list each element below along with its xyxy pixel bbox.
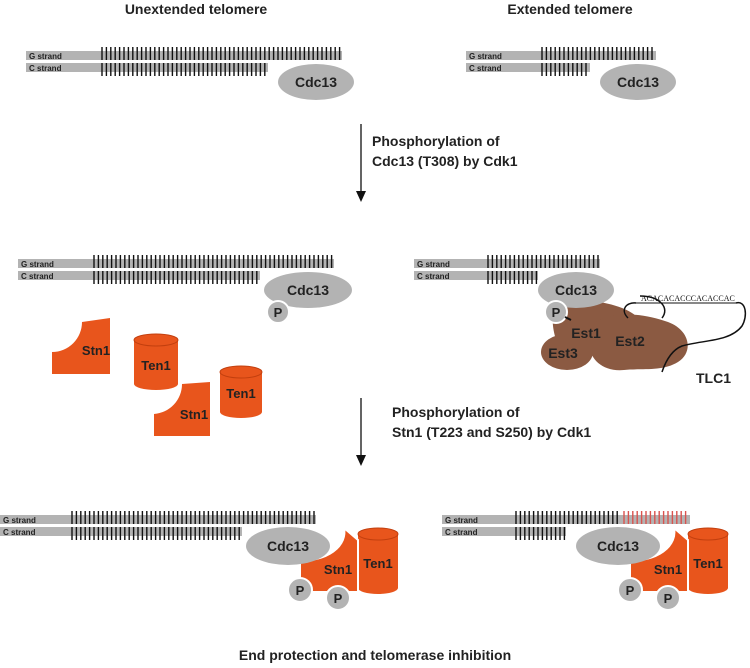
cdc13-label: Cdc13 xyxy=(295,74,337,90)
panel-unextended-initial: G strand C strand Cdc13 xyxy=(26,47,354,100)
tlc1-rna: ACACACACCCACACCAC TLC1 xyxy=(623,294,747,386)
g-strand-label: G strand xyxy=(21,260,54,269)
phosphate-label: P xyxy=(334,591,343,606)
new-g-strand-repeats xyxy=(623,511,687,524)
ten1-label: Ten1 xyxy=(363,556,392,571)
ten1-label: Ten1 xyxy=(693,556,722,571)
ten1-protein: Ten1 xyxy=(133,333,179,390)
c-strand: C strand xyxy=(26,63,268,76)
g-strand-label: G strand xyxy=(417,260,450,269)
g-strand-repeats xyxy=(101,47,341,60)
stn1-protein: Stn1 xyxy=(52,318,110,374)
g-strand: G strand xyxy=(0,511,316,525)
phosphate-label: P xyxy=(626,583,635,598)
c-strand-repeats xyxy=(101,63,266,76)
phosphate-label: P xyxy=(296,583,305,598)
g-strand-label: G strand xyxy=(445,516,478,525)
g-strand-repeats xyxy=(93,255,333,268)
g-strand-repeats xyxy=(541,47,653,60)
arrow-step1 xyxy=(356,124,366,202)
phosphate: P xyxy=(544,300,568,324)
est2-label: Est2 xyxy=(615,333,645,349)
phosphate: P xyxy=(266,300,290,324)
g-strand-label: G strand xyxy=(29,52,62,61)
g-strand: G strand xyxy=(26,47,342,61)
g-strand-label: G strand xyxy=(469,52,502,61)
c-strand-repeats xyxy=(93,271,258,284)
c-strand-repeats xyxy=(515,527,566,540)
g-strand-label: G strand xyxy=(3,516,36,525)
cdc13-protein: Cdc13 xyxy=(246,527,330,565)
cdc13-label: Cdc13 xyxy=(617,74,659,90)
phosphate-label: P xyxy=(274,305,283,320)
cdc13-label: Cdc13 xyxy=(555,282,597,298)
ten1-label: Ten1 xyxy=(141,358,170,373)
cdc13-protein: Cdc13 xyxy=(264,272,352,308)
phosphate-label: P xyxy=(552,305,561,320)
panel-unextended-cst: G strand C strand Ten1 Stn1 Cdc13 P P xyxy=(0,511,399,611)
cdc13-label: Cdc13 xyxy=(267,538,309,554)
panel-extended-cst: G strand C strand Ten1 Stn1 Cdc13 P xyxy=(442,511,729,611)
g-strand-repeats xyxy=(71,511,315,524)
conclusion-text: End protection and telomerase inhibition xyxy=(239,647,511,663)
tlc1-label: TLC1 xyxy=(696,370,731,386)
panel-extended-initial: G strand C strand Cdc13 xyxy=(466,47,676,100)
c-strand-label: C strand xyxy=(3,528,36,537)
stn1-label: Stn1 xyxy=(180,407,208,422)
g-strand: G strand xyxy=(466,47,656,61)
step1-line2: Cdc13 (T308) by Cdk1 xyxy=(372,153,518,169)
c-strand: C strand xyxy=(18,271,260,284)
g-strand-repeats xyxy=(487,255,599,268)
c-strand: C strand xyxy=(414,271,538,284)
c-strand-label: C strand xyxy=(469,64,502,73)
cdc13-label: Cdc13 xyxy=(287,282,329,298)
stn1-label: Stn1 xyxy=(654,562,682,577)
phosphate: P xyxy=(287,577,313,603)
phosphate: P xyxy=(655,585,681,611)
step1-line1: Phosphorylation of xyxy=(372,133,500,149)
c-strand-label: C strand xyxy=(21,272,54,281)
panel-unextended-cdc13-phospho: G strand C strand Cdc13 P Stn1 Ten1 xyxy=(18,255,352,436)
est3-label: Est3 xyxy=(548,345,578,361)
phosphate: P xyxy=(617,577,643,603)
ten1-protein: Ten1 xyxy=(687,527,729,594)
c-strand: C strand xyxy=(466,63,590,76)
step2-line1: Phosphorylation of xyxy=(392,404,520,420)
telomerase-complex: Est1 Est2 Est3 xyxy=(541,300,688,371)
c-strand-label: C strand xyxy=(445,528,478,537)
g-strand: G strand xyxy=(442,511,690,525)
ten1-protein: Ten1 xyxy=(219,365,263,418)
phosphate-label: P xyxy=(664,591,673,606)
c-strand: C strand xyxy=(0,527,242,540)
cdc13-protein: Cdc13 xyxy=(576,527,660,565)
ten1-label: Ten1 xyxy=(226,386,255,401)
cdc13-label: Cdc13 xyxy=(597,538,639,554)
phosphate: P xyxy=(325,585,351,611)
stn1-label: Stn1 xyxy=(324,562,352,577)
cdc13-protein: Cdc13 xyxy=(600,64,676,100)
c-strand-label: C strand xyxy=(417,272,450,281)
tlc1-template-sequence: ACACACACCCACACCAC xyxy=(641,294,735,303)
c-strand-repeats xyxy=(541,63,587,76)
cdc13-protein: Cdc13 xyxy=(538,272,614,308)
stn1-protein: Stn1 xyxy=(154,382,210,436)
header-unextended: Unextended telomere xyxy=(125,1,268,17)
arrow-step2 xyxy=(356,398,366,466)
stn1-label: Stn1 xyxy=(82,343,110,358)
c-strand-repeats xyxy=(487,271,538,284)
c-strand-label: C strand xyxy=(29,64,62,73)
g-strand: G strand xyxy=(18,255,334,269)
g-strand: G strand xyxy=(414,255,600,269)
header-extended: Extended telomere xyxy=(507,1,632,17)
g-strand-repeats xyxy=(515,511,618,524)
c-strand: C strand xyxy=(442,527,566,540)
phospho-est1-contact xyxy=(564,316,572,321)
ten1-protein: Ten1 xyxy=(357,527,399,594)
cdc13-protein: Cdc13 xyxy=(278,64,354,100)
panel-extended-telomerase: G strand C strand Est1 Est2 Est3 ACACACA… xyxy=(414,255,747,386)
c-strand-repeats xyxy=(71,527,240,540)
step2-line2: Stn1 (T223 and S250) by Cdk1 xyxy=(392,424,591,440)
est1-label: Est1 xyxy=(571,325,601,341)
